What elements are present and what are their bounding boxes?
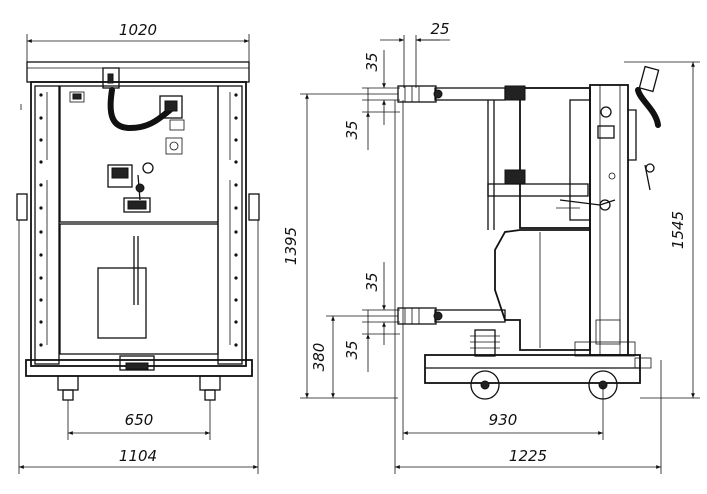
- side-chassis: [424, 354, 641, 384]
- front-connector-socket: [159, 95, 183, 119]
- front-nameplate: [69, 91, 85, 103]
- dim-label-1395: 1395: [282, 227, 300, 265]
- front-control-cable: [107, 87, 173, 132]
- dim-1225: 1225: [394, 100, 662, 474]
- dim-label-930: 930: [489, 411, 518, 429]
- dim-label-25: 25: [430, 20, 449, 38]
- dim-1020: 1020: [26, 21, 250, 62]
- front-wheel-left: [57, 375, 79, 401]
- dim-label-650: 650: [125, 411, 154, 429]
- dim-1104: 1104: [18, 220, 259, 474]
- dim-label-1020: 1020: [119, 21, 157, 39]
- dim-label-380: 380: [310, 343, 328, 372]
- side-mid-insulator: [504, 169, 526, 185]
- front-base-frame: [25, 359, 253, 377]
- front-top-lid: [26, 61, 250, 83]
- front-base-handle: [119, 355, 155, 371]
- dim-label-35-lower-gap: 35: [363, 272, 381, 291]
- dim-label-35-upper-offset: 35: [343, 120, 361, 139]
- dim-35-upper-offset: 35: [343, 88, 400, 150]
- dim-label-1225: 1225: [509, 447, 547, 465]
- front-view: 1020 650 1104: [16, 21, 260, 474]
- dim-label-35-upper-gap: 35: [363, 52, 381, 71]
- dim-650: 650: [67, 400, 211, 440]
- dim-label-1104: 1104: [119, 447, 157, 465]
- side-pole-housing: [519, 87, 591, 229]
- side-lower-chamber: [494, 229, 591, 351]
- front-side-bracket-right: [248, 193, 260, 221]
- dim-1545: 1545: [624, 61, 700, 399]
- dim-35-lower-gap: 35: [362, 262, 400, 345]
- dim-label-1545: 1545: [669, 211, 687, 249]
- dim-35-lower-offset: 35: [343, 310, 400, 372]
- side-wheel-front: [470, 370, 500, 400]
- side-top-handle: [638, 65, 660, 93]
- side-lower-contact-arm: [397, 307, 506, 325]
- front-rating-plate: [97, 267, 147, 339]
- side-upper-contact-arm: [397, 85, 506, 230]
- front-left-post: [34, 85, 60, 365]
- front-lower-panel: [59, 223, 219, 355]
- front-operating-mechanism: [107, 164, 133, 188]
- dim-1395: 1395: [282, 93, 398, 399]
- side-upper-insulator: [504, 85, 526, 101]
- front-side-bracket-left: [16, 193, 28, 221]
- dim-930: 930: [402, 100, 604, 440]
- front-wheel-right: [199, 375, 221, 401]
- front-counter-window: [123, 197, 151, 213]
- dim-label-35-lower-offset: 35: [343, 340, 361, 359]
- front-indicator: [165, 137, 183, 155]
- dim-35-upper-gap: 35: [362, 50, 400, 125]
- dim-380: 380: [310, 315, 398, 398]
- dim-25: 25: [380, 20, 450, 88]
- side-view: 25 35 35 1395 35: [282, 20, 700, 474]
- front-upper-panel: [59, 85, 219, 223]
